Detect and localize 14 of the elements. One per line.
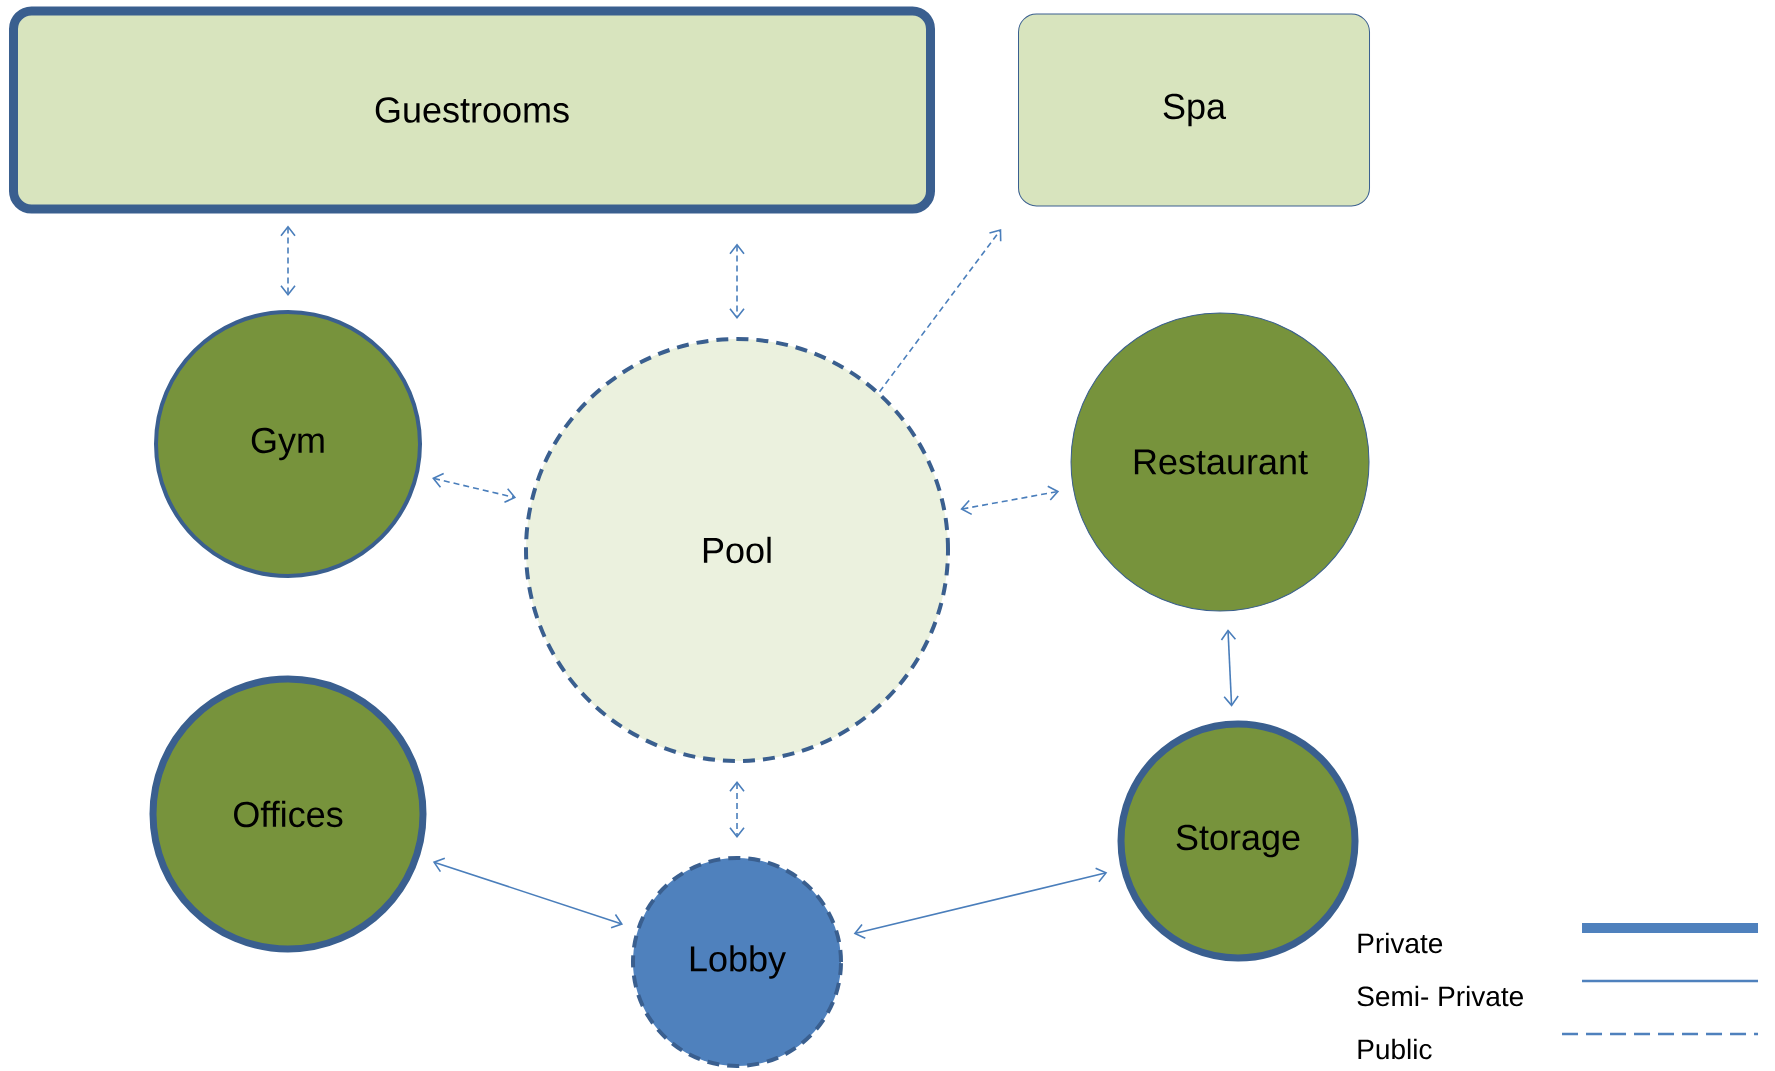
arrow — [1220, 629, 1239, 707]
arrow — [729, 781, 745, 838]
arrow — [280, 225, 296, 296]
legend-label: Semi- Private — [1357, 985, 1523, 1007]
arrow — [432, 857, 624, 929]
legend-label: Public — [1358, 1038, 1432, 1060]
arrow — [878, 228, 1002, 393]
room-box: Spa — [1018, 13, 1370, 207]
arrow — [853, 867, 1108, 939]
arrow — [960, 485, 1060, 516]
arrow — [432, 472, 517, 504]
room-box: Guestrooms — [9, 6, 935, 214]
arrow — [729, 243, 745, 319]
legend-label: Private — [1358, 932, 1443, 954]
